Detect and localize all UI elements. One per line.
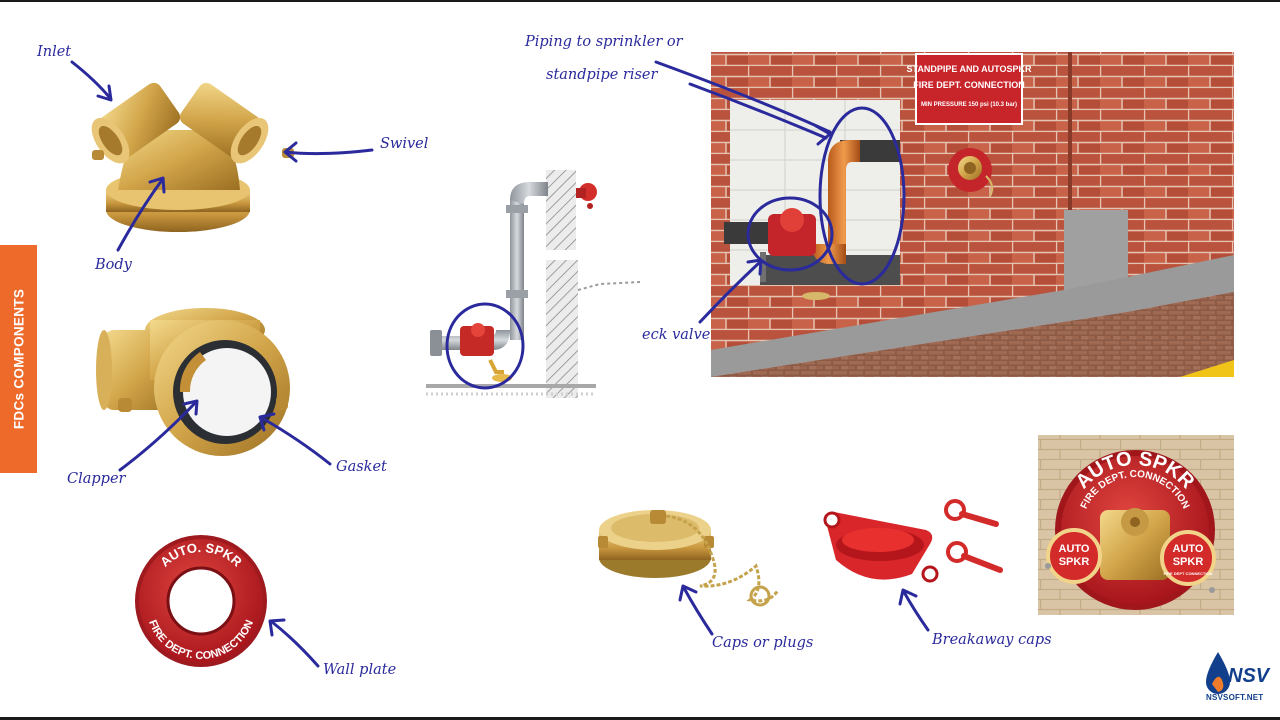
label-check-valve: eck valve — [642, 327, 711, 343]
label-breakaway-caps: Breakaway caps — [932, 632, 1052, 648]
sign-line-2: FIRE DEPT. CONNECTION — [913, 80, 1025, 90]
arrow-gasket — [260, 416, 332, 466]
arrow-swivel — [284, 148, 374, 156]
badge-left-cap-line2: SPKR — [1059, 556, 1090, 568]
label-caps-plugs: Caps or plugs — [712, 635, 814, 651]
arrow-piping — [654, 60, 832, 134]
arrow-body — [116, 178, 164, 252]
wall-plate-illustration: AUTO. SPKR FIRE DEPT. CONNECTION — [135, 535, 267, 667]
arrowhead-swivel — [283, 141, 298, 163]
label-piping-line1: Piping to sprinkler or — [525, 34, 683, 50]
breakaway-cap-illustration — [823, 499, 1003, 583]
logo-wordmark: NSV — [1228, 665, 1270, 687]
arrow-inlet — [70, 60, 112, 100]
brick-wall-photo: STANDPIPE AND AUTOSPKR FIRE DEPT. CONNEC… — [711, 52, 1234, 377]
arrow-clapper — [118, 400, 198, 472]
badge-right-cap-small: FIRE DEPT CONNECTION — [1164, 571, 1213, 576]
nsv-logo-drop — [1206, 652, 1230, 694]
cap-plug-illustration — [598, 510, 780, 607]
fdc-badge-photo: AUTO SPKR FIRE DEPT. CONNECTION AUTO SPK… — [1038, 435, 1234, 615]
badge-right-cap-line2: SPKR — [1173, 556, 1204, 568]
arrow-breakaway — [902, 590, 930, 632]
check-valve-circle — [746, 196, 834, 272]
siamese-body-illustration — [91, 82, 294, 232]
badge-right-cap-line1: AUTO — [1173, 543, 1204, 555]
side-tab: FDCs COMPONENTS — [0, 245, 37, 473]
sign-line-1: STANDPIPE AND AUTOSPKR — [906, 64, 1032, 74]
arrowhead-clapper — [182, 399, 199, 416]
arrow-wall-plate — [270, 620, 320, 668]
riser-diagram — [426, 170, 641, 398]
piping-circle — [818, 106, 906, 286]
badge-left-cap-line1: AUTO — [1059, 543, 1090, 555]
label-swivel: Swivel — [380, 136, 429, 152]
riser-valve-circle — [445, 302, 525, 390]
arrow-check-valve — [698, 260, 762, 324]
label-wall-plate: Wall plate — [323, 662, 397, 678]
clapper-fitting-illustration — [96, 308, 290, 456]
label-body: Body — [95, 257, 132, 273]
sign-line-3: MIN PRESSURE 150 psi (10.3 bar) — [921, 102, 1017, 108]
annotation-ink — [70, 60, 930, 668]
arrowhead-body — [148, 176, 166, 194]
bottom-border — [0, 717, 1280, 720]
logo-url: NSVSOFT.NET — [1206, 693, 1264, 702]
label-clapper: Clapper — [67, 471, 126, 487]
arrow-piping-2 — [688, 82, 828, 140]
top-border — [0, 0, 1280, 2]
arrowhead-gasket — [258, 412, 276, 432]
arrowhead-inlet — [96, 84, 113, 102]
arrowhead-piping — [814, 124, 832, 146]
arrowhead-breakaway — [898, 588, 918, 606]
arrowhead-check-valve — [746, 258, 763, 276]
arrowhead-caps-plugs — [678, 584, 698, 602]
arrow-caps-plugs — [682, 586, 714, 636]
label-gasket: Gasket — [336, 459, 387, 475]
arrowhead-wall-plate — [268, 618, 286, 637]
label-inlet: Inlet — [37, 44, 72, 60]
label-piping-line2: standpipe riser — [546, 67, 658, 83]
